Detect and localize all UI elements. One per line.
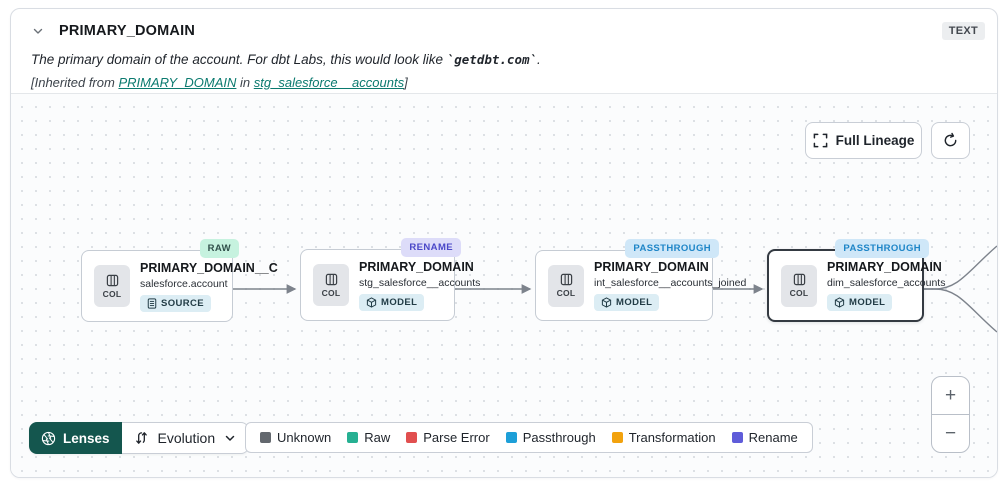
legend-item: Unknown — [260, 430, 331, 445]
legend-item: Rename — [731, 430, 798, 445]
chevron-down-icon — [225, 435, 235, 441]
column-chip: COL — [94, 265, 130, 307]
lineage-node-dim-selected[interactable]: PASSTHROUGH COL PRIMARY_DOMAIN dim_sales… — [767, 239, 945, 322]
lineage-node-source[interactable]: RAW COL PRIMARY_DOMAIN__C salesforce.acc… — [81, 239, 278, 322]
aperture-icon — [41, 431, 56, 445]
resource-type-badge: MODEL — [594, 294, 660, 311]
node-model-name: int_salesforce__accounts_joined — [594, 277, 747, 289]
column-icon — [560, 273, 572, 286]
lenses-button[interactable]: Lenses — [29, 422, 122, 454]
fullscreen-icon — [813, 133, 827, 148]
lineage-node-staging[interactable]: RENAME COL PRIMARY_DOMAIN stg_salesforce… — [300, 238, 480, 321]
column-chip: COL — [548, 264, 584, 307]
legend-item: Passthrough — [505, 430, 596, 445]
refresh-icon — [944, 132, 957, 147]
lenses-toolbar: Lenses Evolution — [29, 422, 250, 454]
evolution-icon — [135, 432, 147, 444]
inline-code: `getdbt.com` — [446, 52, 538, 67]
column-description: The primary domain of the account. For d… — [31, 52, 541, 67]
evolution-badge-passthrough: PASSTHROUGH — [835, 239, 929, 258]
inherited-model-link[interactable]: stg_salesforce__accounts — [253, 75, 405, 90]
database-icon — [147, 297, 157, 309]
evolution-badge-rename: RENAME — [401, 238, 461, 257]
column-detail-card: PRIMARY_DOMAIN TEXT The primary domain o… — [10, 8, 998, 478]
lens-selector[interactable]: Evolution — [121, 422, 250, 454]
legend-item: Raw — [347, 430, 390, 445]
zoom-out-button[interactable]: − — [932, 415, 969, 452]
legend-swatch — [260, 432, 271, 443]
column-header: PRIMARY_DOMAIN TEXT The primary domain o… — [11, 9, 997, 94]
column-type-badge: TEXT — [941, 22, 985, 40]
inherited-from-note: [Inherited from PRIMARY_DOMAIN in stg_sa… — [31, 75, 408, 90]
evolution-badge-raw: RAW — [199, 239, 239, 258]
evolution-badge-passthrough: PASSTHROUGH — [625, 239, 719, 258]
node-column-name: PRIMARY_DOMAIN — [827, 260, 942, 274]
legend-swatch — [611, 432, 623, 443]
legend-swatch — [731, 432, 743, 443]
zoom-in-button[interactable]: + — [932, 377, 969, 414]
full-lineage-button[interactable]: Full Lineage — [805, 122, 922, 159]
column-icon — [106, 274, 118, 286]
inherited-column-link[interactable]: PRIMARY_DOMAIN — [118, 75, 237, 90]
legend-swatch — [347, 432, 359, 443]
node-model-name: dim_salesforce_accounts — [827, 277, 946, 289]
lineage-canvas[interactable]: RAW COL PRIMARY_DOMAIN__C salesforce.acc… — [11, 94, 997, 477]
legend-item: Transformation — [611, 430, 716, 445]
divider — [932, 414, 969, 415]
node-model-name: salesforce.account — [140, 277, 228, 290]
model-cube-icon — [834, 297, 845, 308]
column-chip: COL — [313, 264, 349, 306]
resource-type-badge: MODEL — [359, 293, 425, 311]
evolution-legend: Unknown Raw Parse Error Passthrough Tran… — [245, 422, 813, 453]
column-chip: COL — [781, 264, 817, 307]
model-cube-icon — [601, 297, 612, 308]
resource-type-badge: MODEL — [827, 294, 893, 311]
refresh-button[interactable] — [931, 122, 970, 159]
lineage-node-intermediate[interactable]: PASSTHROUGH COL PRIMARY_DOMAIN int_sales… — [535, 239, 746, 321]
legend-item: Parse Error — [406, 430, 490, 445]
column-name: PRIMARY_DOMAIN — [59, 23, 195, 39]
legend-swatch — [406, 432, 418, 443]
node-column-name: PRIMARY_DOMAIN__C — [140, 260, 278, 275]
model-cube-icon — [366, 296, 377, 308]
node-column-name: PRIMARY_DOMAIN — [594, 260, 709, 274]
node-column-name: PRIMARY_DOMAIN — [359, 259, 474, 274]
resource-type-badge: SOURCE — [140, 294, 212, 312]
column-icon — [325, 273, 337, 285]
legend-swatch — [505, 432, 517, 443]
zoom-controls: + − — [931, 376, 970, 453]
collapse-chevron-icon[interactable] — [31, 24, 45, 38]
column-icon — [793, 273, 805, 286]
node-model-name: stg_salesforce__accounts — [359, 276, 481, 289]
